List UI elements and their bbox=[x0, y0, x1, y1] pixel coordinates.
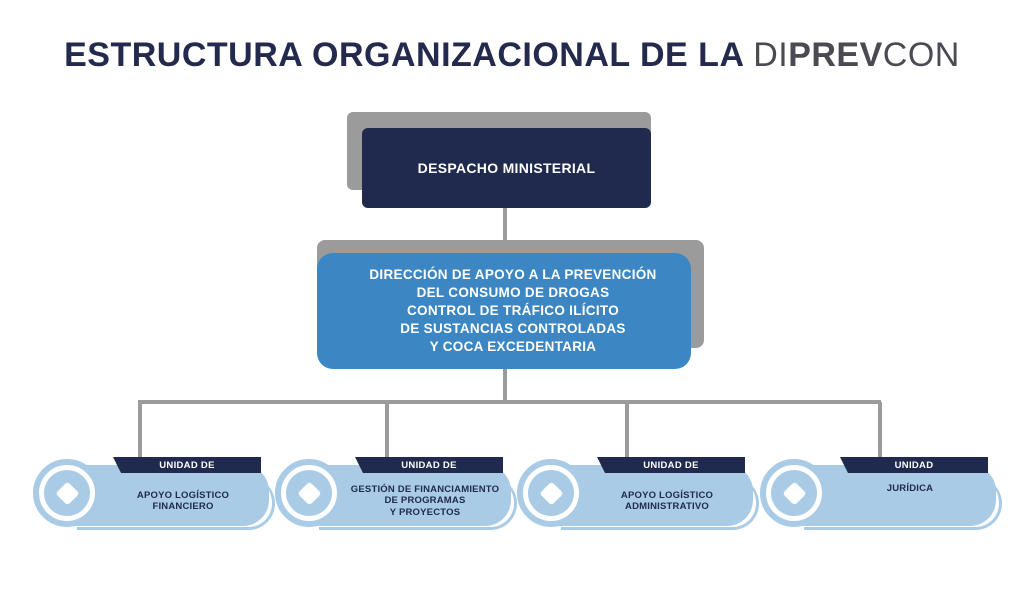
unit-label: APOYO LOGÍSTICO ADMINISTRATIVO bbox=[585, 479, 749, 523]
unit-gestion-financiamiento: UNIDAD DE GESTIÓN DE FINANCIAMIENTO DE P… bbox=[275, 455, 517, 531]
unit-label-line: GESTIÓN DE FINANCIAMIENTO bbox=[350, 483, 500, 495]
unit-tab: UNIDAD DE bbox=[355, 457, 503, 473]
node-direccion-line: CONTROL DE TRÁFICO ILÍCITO bbox=[406, 303, 620, 318]
unit-label: GESTIÓN DE FINANCIAMIENTO DE PROGRAMAS Y… bbox=[343, 479, 507, 523]
unit-pill-edge bbox=[561, 477, 759, 530]
unit-juridica: UNIDAD JURÍDICA bbox=[760, 455, 1002, 531]
unit-pill-edge bbox=[804, 477, 1002, 530]
title-text: ESTRUCTURA ORGANIZACIONAL DE LA bbox=[64, 36, 744, 74]
unit-tab: UNIDAD bbox=[840, 457, 988, 473]
node-direccion-line: DEL CONSUMO DE DROGAS bbox=[416, 285, 610, 300]
unit-apoyo-logistico-administrativo: UNIDAD DE APOYO LOGÍSTICO ADMINISTRATIVO bbox=[517, 455, 759, 531]
diamond-icon bbox=[538, 480, 564, 506]
node-direccion-line: DE SUSTANCIAS CONTROLADAS bbox=[400, 321, 626, 336]
unit-label-line: FINANCIERO bbox=[152, 501, 214, 512]
unit-tab: UNIDAD DE bbox=[597, 457, 745, 473]
unit-label-line: Y PROYECTOS bbox=[389, 506, 461, 518]
node-despacho-label: DESPACHO MINISTERIAL bbox=[417, 160, 596, 176]
unit-label-line: JURÍDICA bbox=[886, 483, 934, 494]
unit-label: APOYO LOGÍSTICO FINANCIERO bbox=[101, 479, 265, 523]
node-direccion-line: DIRECCIÓN DE APOYO A LA PREVENCIÓN bbox=[369, 267, 657, 282]
unit-label-line: APOYO LOGÍSTICO bbox=[620, 489, 714, 501]
node-despacho-ministerial: DESPACHO MINISTERIAL bbox=[362, 128, 651, 208]
unit-circle-inner bbox=[771, 470, 817, 516]
unit-pill-edge bbox=[319, 477, 517, 530]
diamond-icon bbox=[54, 480, 80, 506]
unit-circle-inner bbox=[44, 470, 90, 516]
diamond-icon bbox=[296, 480, 322, 506]
unit-tab: UNIDAD DE bbox=[113, 457, 261, 473]
brand-di: DI bbox=[753, 36, 789, 74]
node-direccion-line: Y COCA EXCEDENTARIA bbox=[429, 339, 597, 354]
brand-prev: PREV bbox=[788, 36, 883, 74]
brand-con: CON bbox=[882, 36, 960, 74]
node-direccion: DIRECCIÓN DE APOYO A LA PREVENCIÓN DEL C… bbox=[317, 253, 691, 369]
unit-label-line: APOYO LOGÍSTICO bbox=[136, 489, 230, 501]
unit-apoyo-logistico-financiero: UNIDAD DE APOYO LOGÍSTICO FINANCIERO bbox=[33, 455, 275, 531]
diamond-icon bbox=[781, 480, 807, 506]
unit-label: JURÍDICA bbox=[828, 479, 992, 523]
unit-circle-inner bbox=[528, 470, 574, 516]
unit-pill-edge bbox=[77, 477, 275, 530]
unit-circle-inner bbox=[286, 470, 332, 516]
unit-label-line: DE PROGRAMAS bbox=[384, 495, 466, 507]
unit-label-line: ADMINISTRATIVO bbox=[625, 501, 709, 512]
page-title: ESTRUCTURA ORGANIZACIONAL DE LA DIPREVCO… bbox=[0, 36, 1024, 75]
